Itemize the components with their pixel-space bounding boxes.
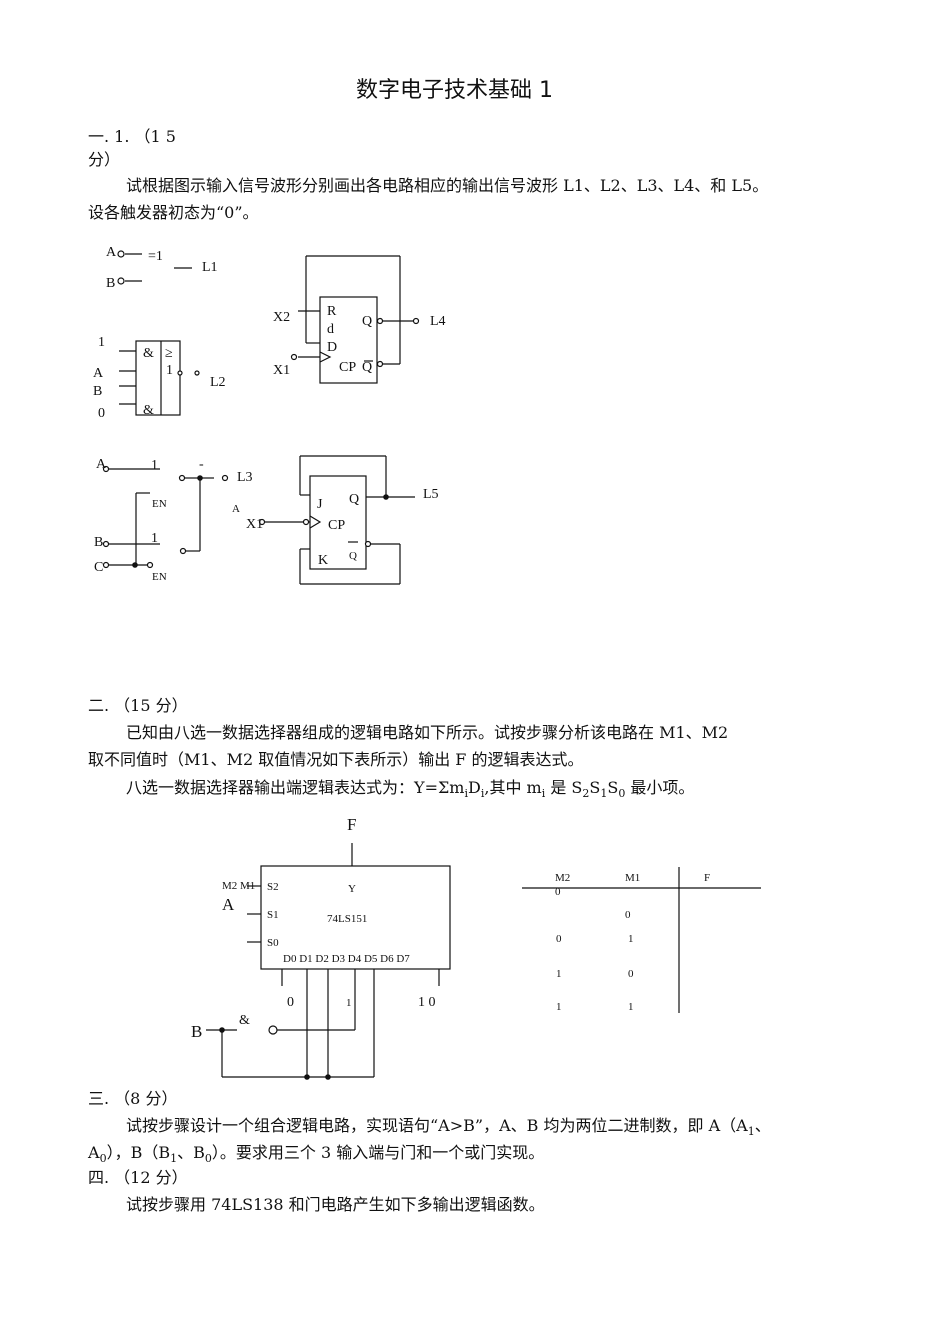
q1-number: 一. 1. （1 5 — [88, 127, 176, 146]
mux-chip-label: 74LS151 — [327, 913, 367, 925]
q3-line1: 试按步骤设计一个组合逻辑电路，实现语句“A>B”，A、B 均为两位二进制数，即 … — [126, 1116, 771, 1139]
q4-heading: 四. （12 分） — [88, 1168, 188, 1187]
mux-input-b-label: B — [191, 1022, 202, 1041]
q2-line1: 已知由八选一数据选择器组成的逻辑电路如下所示。试按步骤分析该电路在 M1、M2 — [126, 723, 729, 742]
q1-description-line1: 试根据图示输入信号波形分别画出各电路相应的输出信号波形 L1、L2、L3、L4、… — [126, 176, 769, 195]
mux-s0-label: S0 — [267, 937, 279, 949]
q2-heading: 二. （15 分） — [88, 696, 188, 715]
mux-s2-label: S2 — [267, 881, 279, 893]
table-row4-m2: 1 — [556, 1001, 562, 1013]
and-gate-symbol-1: & — [143, 346, 154, 361]
table-row3-m1: 0 — [628, 968, 634, 980]
q1-points: 分） — [88, 150, 121, 169]
xor-symbol: =1 — [148, 249, 163, 264]
dff-x2-label: X2 — [273, 310, 290, 325]
dff-d-label: D — [327, 340, 337, 355]
q1-description-line2: 设各触发器初态为“0”。 — [88, 203, 259, 222]
output-l1-label: L1 — [202, 260, 218, 275]
table-header-m2: M2 — [555, 872, 570, 884]
q3-heading: 三. （8 分） — [88, 1089, 178, 1108]
jkff-j-label: J — [317, 497, 323, 512]
mux-value-0: 0 — [287, 995, 294, 1010]
and-gate-symbol-2: & — [143, 403, 154, 418]
page-title: 数字电子技术基础 1 — [356, 78, 553, 103]
q3-line2: A0），B（B1、B0）。要求用三个 3 输入端与门和一个或门实现。 — [88, 1143, 545, 1166]
jkff-qbar-label: Q — [349, 550, 357, 562]
table-header-m1: M1 — [625, 872, 640, 884]
table-row4-m1: 1 — [628, 1001, 634, 1013]
buffer-2-symbol: 1 — [151, 531, 158, 546]
table-header-f: F — [704, 872, 710, 884]
andor-input-b-label: B — [93, 384, 102, 399]
table-row3-m2: 1 — [556, 968, 562, 980]
table-row1-m2: 0 — [555, 886, 561, 898]
dff-reset-label: R — [327, 304, 337, 319]
mux-output-f-label: F — [347, 815, 356, 834]
mux-m2m1-label: M2 M1 — [222, 880, 255, 892]
dff-cp-label: CP — [339, 360, 356, 375]
dff-reset-sub-label: d — [327, 322, 334, 337]
dff-q-label: Q — [362, 314, 372, 329]
mux-data-inputs-label: D0 D1 D2 D3 D4 D5 D6 D7 — [283, 953, 410, 965]
mux-y-label: Y — [348, 883, 356, 895]
mux-and-gate-symbol: & — [239, 1013, 250, 1028]
output-l3-label: L3 — [237, 470, 253, 485]
mux-input-a-label: A — [222, 895, 235, 914]
enable-1-label: EN — [152, 498, 167, 510]
xor-input-b-label: B — [106, 276, 115, 291]
or-gate-symbol: ≥ — [165, 346, 173, 361]
jkff-q-label: Q — [349, 492, 359, 507]
output-l5-label: L5 — [423, 487, 439, 502]
andor-input-0-label: 0 — [98, 406, 105, 421]
mux-value-1: 1 — [346, 997, 352, 1009]
tristate-input-b-label: B — [94, 535, 103, 550]
mux-s1-label: S1 — [267, 909, 279, 921]
andor-input-1-label: 1 — [98, 335, 105, 350]
dff-qbar-label: Q — [362, 360, 372, 375]
jkff-cp-label: CP — [328, 518, 345, 533]
q2-line2: 取不同值时（M1、M2 取值情况如下表所示）输出 F 的逻辑表达式。 — [88, 750, 584, 769]
tristate-input-a-label: A — [96, 457, 107, 472]
q2-line3: 八选一数据选择器输出端逻辑表达式为：Y=ΣmiDi,其中 mi 是 S2S1S0… — [126, 778, 695, 801]
jkff-k-label: K — [318, 553, 328, 568]
buffer-1-symbol: 1 — [151, 458, 158, 473]
enable-2-label: EN — [152, 571, 167, 583]
or-gate-one: 1 — [166, 363, 173, 378]
tristate-input-c-label: C — [94, 560, 103, 575]
q4-line1: 试按步骤用 74LS138 和门电路产生如下多输出逻辑函数。 — [126, 1195, 545, 1214]
andor-input-a-label: A — [93, 366, 104, 381]
table-row2-m2: 0 — [556, 933, 562, 945]
tristate-dash: - — [199, 457, 204, 472]
jkff-a-small-label: A — [232, 503, 240, 515]
dff-x1-label: X1 — [273, 363, 290, 378]
output-l2-label: L2 — [210, 375, 226, 390]
jkff-x1-label: X1 — [246, 517, 263, 532]
xor-input-a-label: A — [106, 245, 117, 260]
output-l4-label: L4 — [430, 314, 446, 329]
table-row1-m1: 0 — [625, 909, 631, 921]
mux-value-10: 1 0 — [418, 995, 436, 1010]
table-row2-m1: 1 — [628, 933, 634, 945]
